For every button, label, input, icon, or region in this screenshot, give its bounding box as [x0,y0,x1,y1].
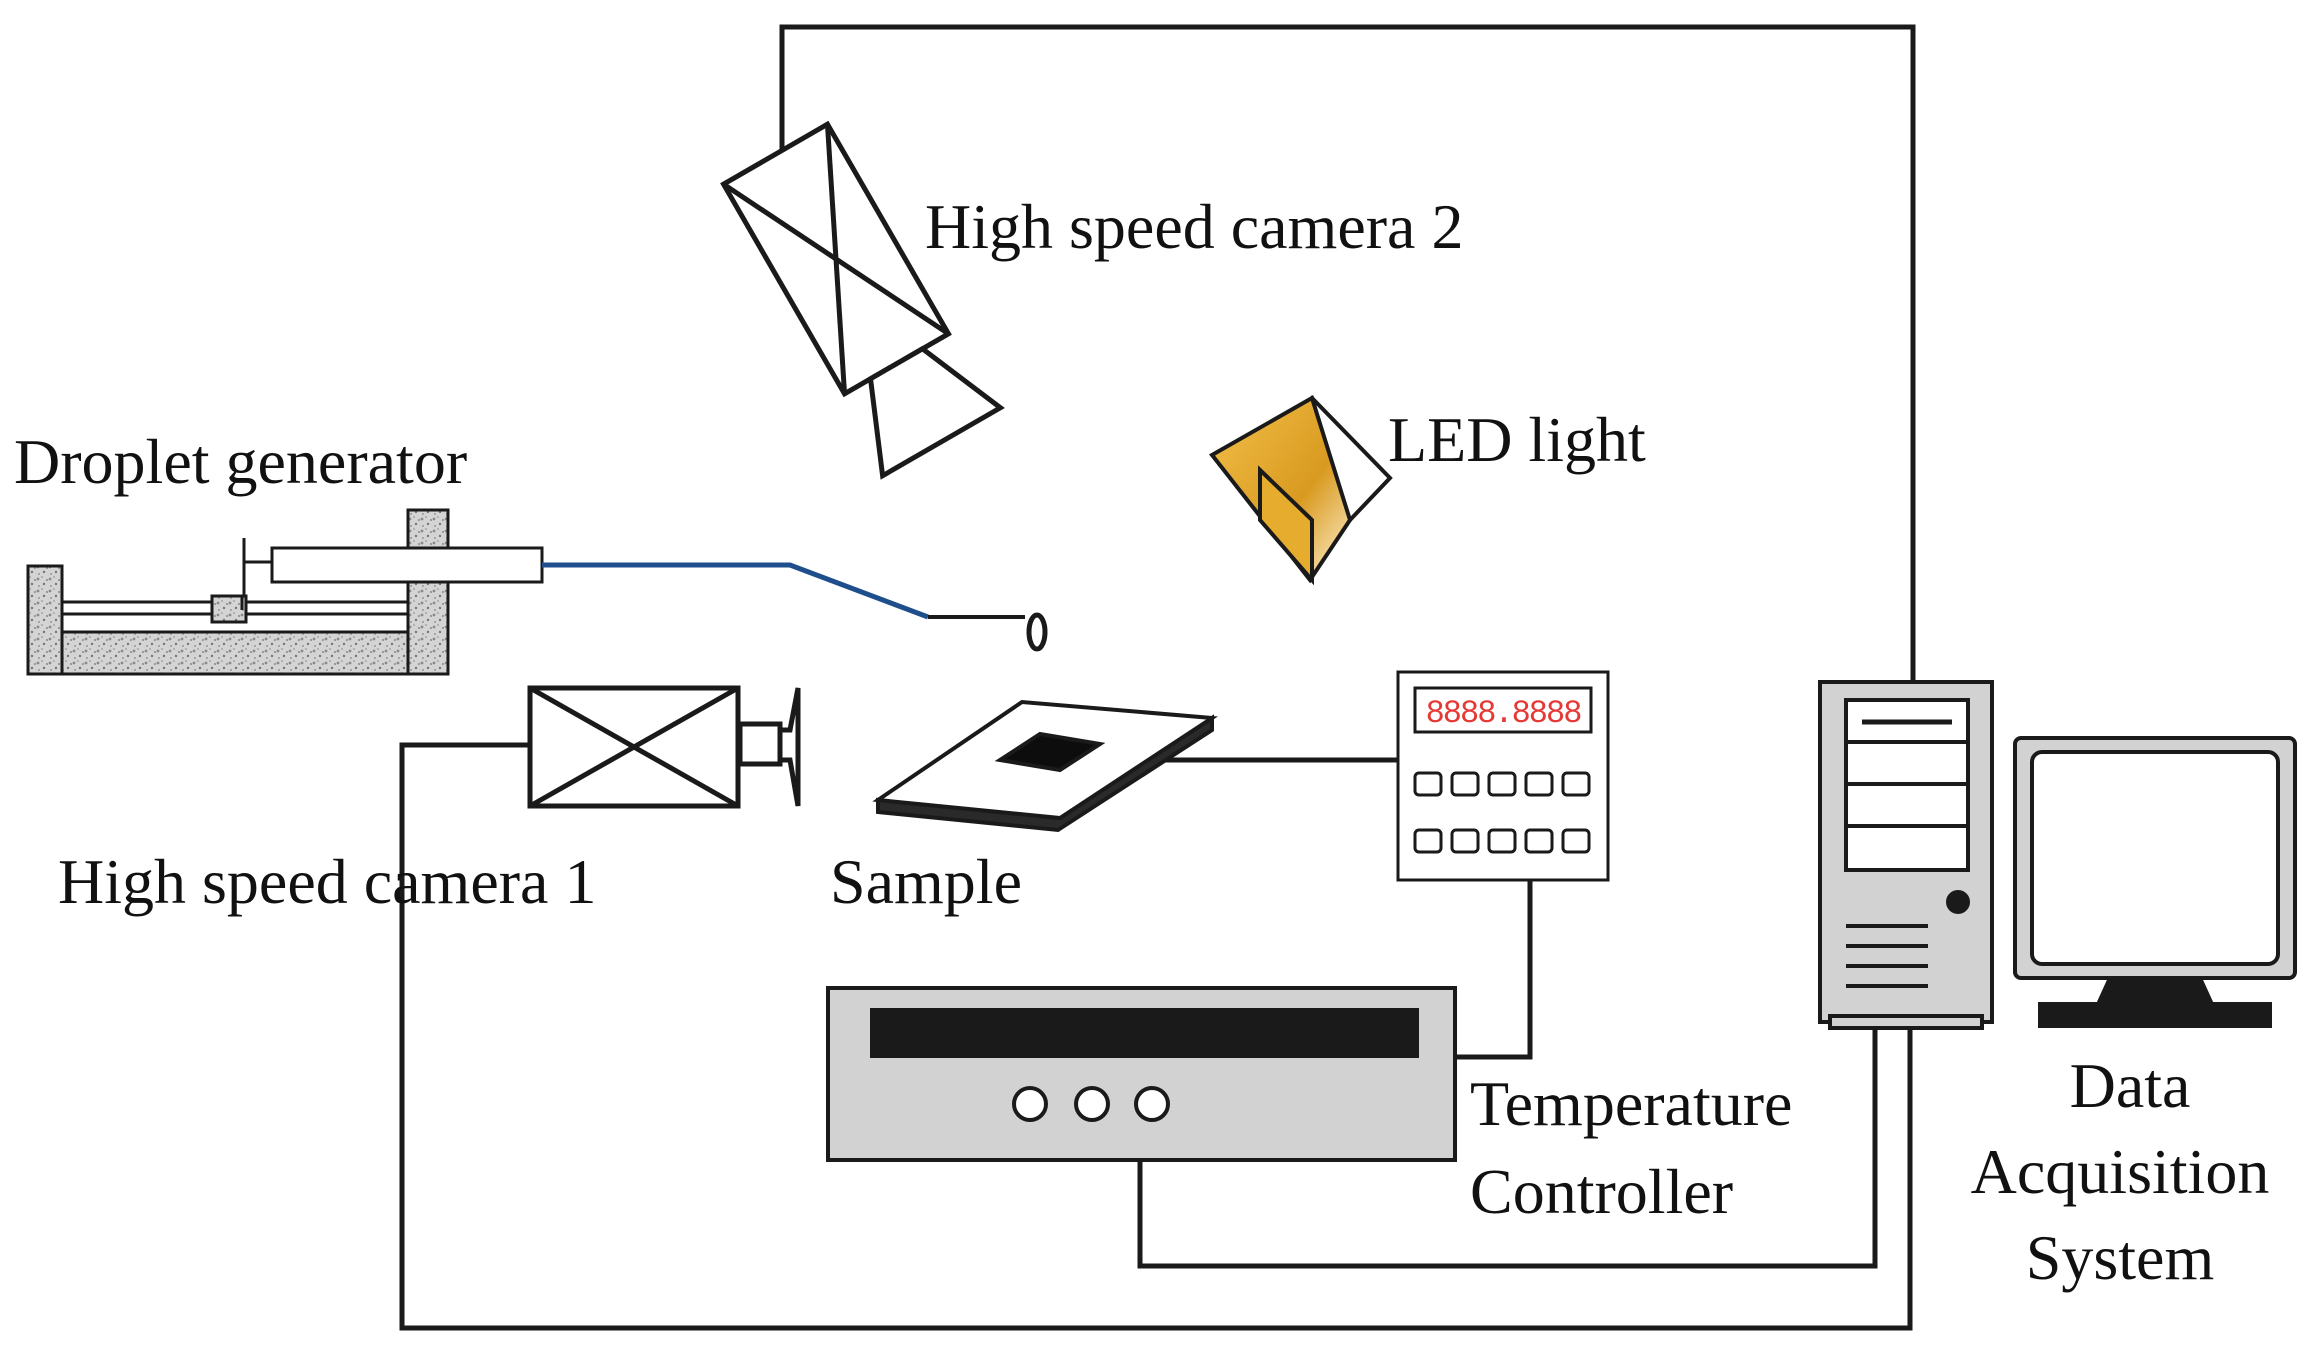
syringe-barrel [270,546,544,584]
tower-bay-3 [1844,782,1970,828]
tower-bay-4 [1844,824,1970,872]
label-high-speed-camera-1: High speed camera 1 [58,846,597,917]
led-light [1208,395,1393,586]
camera2-lens [867,345,1005,480]
feed-tube [542,562,929,620]
droplet [1026,612,1048,652]
generator-base [26,630,450,676]
label-sample: Sample [830,846,1022,917]
panel-buttons [1413,771,1591,854]
temperature-panel [1396,670,1610,882]
label-temperature: Temperature [1470,1068,1793,1139]
label-high-speed-camera-2: High speed camera 2 [925,191,1464,262]
wire-camera2-to-pc [779,24,1916,682]
wire-camera1-to-pc [399,742,1913,1331]
monitor [2013,736,2297,1028]
generator-right-wall [406,508,450,676]
tower-power-button [1946,890,1970,914]
pc-tower [1818,680,1994,1030]
droplet-generator [26,508,544,676]
wires [399,24,1916,1331]
led-flap [1258,465,1314,586]
controller-knob-2 [1074,1086,1110,1122]
label-droplet-generator: Droplet generator [14,426,468,497]
label-system: System [2025,1222,2215,1293]
high-speed-camera-2 [720,120,1005,480]
sample-stage [872,699,1218,833]
monitor-stand [2038,1002,2272,1028]
controller-display-bar [870,1008,1419,1058]
generator-slider [210,594,248,624]
panel-display-digits: 8888.8888 [1426,695,1582,732]
controller-knob-3 [1134,1086,1170,1122]
label-led-light: LED light [1388,404,1646,475]
label-data: Data [2069,1050,2191,1121]
temperature-controller [826,986,1457,1162]
label-controller: Controller [1470,1156,1734,1227]
monitor-screen [2030,750,2280,966]
sample-specimen [994,731,1106,773]
panel-display [1413,686,1593,734]
monitor-neck [2096,976,2214,1002]
controller-knob-1 [1012,1086,1048,1122]
high-speed-camera-1 [527,685,801,809]
tower-bay-2 [1844,740,1970,786]
wire-panel-to-controller [1455,880,1533,1060]
label-acquisition: Acquisition [1970,1136,2270,1207]
wire-controller-to-pc [1137,1028,1878,1269]
generator-left-wall [26,564,64,676]
